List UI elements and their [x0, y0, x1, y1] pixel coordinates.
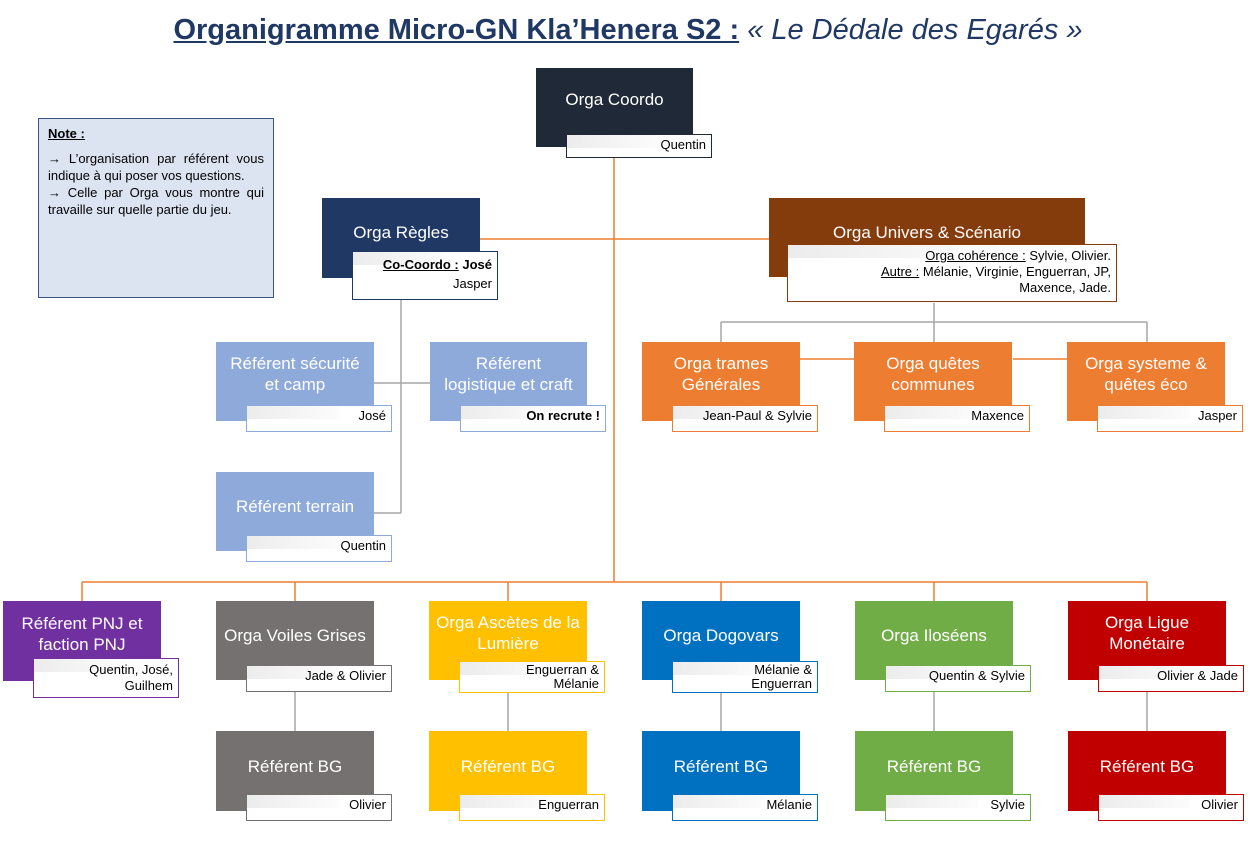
- orga-univers-label: Orga Univers & Scénario: [832, 223, 1022, 242]
- referent-bg-ligue-people: Olivier: [1098, 794, 1244, 821]
- orga-regles-label: Orga Règles: [353, 222, 449, 242]
- orga-univers-people: Orga cohérence : Sylvie, Olivier. Autre …: [787, 244, 1117, 302]
- title-main: Organigramme Micro-GN Kla’Henera S2 :: [173, 14, 740, 46]
- referent-bg-iloseens-people: Sylvie: [885, 794, 1031, 821]
- referent-terrain-people: Quentin: [246, 535, 392, 562]
- referent-bg-dogovars-people: Mélanie: [672, 794, 818, 821]
- orga-trames-people: Jean-Paul & Sylvie: [672, 405, 818, 432]
- referent-bg-ascetes-people: Enguerran: [459, 794, 605, 821]
- referent-logistique-people: On recrute !: [460, 405, 606, 432]
- orga-voiles-people: Jade & Olivier: [246, 665, 392, 692]
- orga-iloseens-people: Quentin & Sylvie: [885, 665, 1031, 692]
- orga-coordo-label: Orga Coordo: [565, 90, 664, 109]
- note-line-2: → Celle par Orga vous montre qui travail…: [48, 185, 264, 217]
- referent-bg-voiles-people: Olivier: [246, 794, 392, 821]
- orga-ascetes-people: Enguerran & Mélanie: [459, 661, 605, 693]
- orga-coordo-people: Quentin: [566, 134, 712, 158]
- orga-coordo-box: Orga Coordo: [536, 68, 693, 147]
- referent-securite-people: José: [246, 405, 392, 432]
- orga-quetes-people: Maxence: [884, 405, 1030, 432]
- orga-dogovars-people: Mélanie & Enguerran: [672, 661, 818, 693]
- note-title: Note :: [48, 126, 85, 141]
- orga-regles-people: Co-Coordo : José Jasper: [352, 251, 498, 300]
- title-subtitle: « Le Dédale des Egarés »: [747, 14, 1083, 46]
- orga-ligue-people: Olivier & Jade: [1098, 665, 1244, 692]
- orga-systeme-people: Jasper: [1097, 405, 1243, 432]
- note-line-1: → L’organisation par référent vous indiq…: [48, 151, 264, 183]
- referent-pnj-people: Quentin, José, Guilhem: [33, 658, 179, 698]
- note-box: Note : → L’organisation par référent vou…: [38, 118, 274, 298]
- page-title: Organigramme Micro-GN Kla’Henera S2 : « …: [0, 14, 1256, 47]
